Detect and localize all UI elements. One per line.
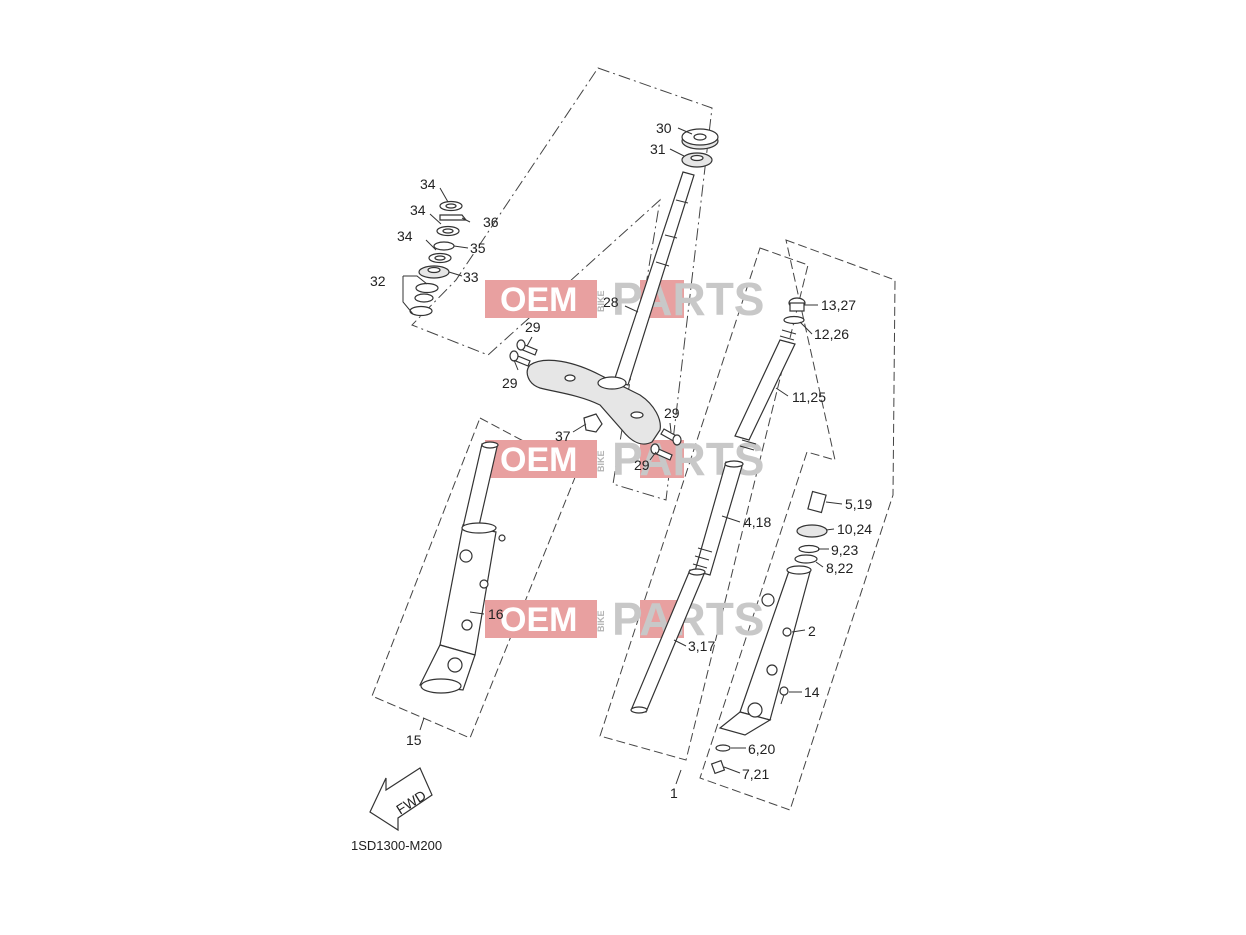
diagram-code: 1SD1300-M200 bbox=[351, 838, 442, 853]
bolt-29-d[interactable] bbox=[650, 443, 673, 461]
right-fork-group-outline bbox=[699, 239, 896, 811]
bearing-cover-33[interactable] bbox=[418, 265, 450, 279]
label-29-c: 29 bbox=[664, 405, 680, 421]
label-29-b: 29 bbox=[502, 375, 518, 391]
label-35: 35 bbox=[470, 240, 486, 256]
label-10-24: 10,24 bbox=[837, 521, 872, 537]
lock-washer-36[interactable] bbox=[439, 214, 468, 221]
bolt-29-a[interactable] bbox=[516, 339, 538, 356]
inner-tube-3[interactable] bbox=[630, 568, 706, 714]
label-11-25: 11,25 bbox=[792, 389, 826, 405]
label-34-b: 34 bbox=[410, 202, 426, 218]
fork-spring-11[interactable] bbox=[734, 329, 797, 451]
bolt-14[interactable] bbox=[779, 686, 789, 705]
svg-text:OEM: OEM bbox=[500, 281, 577, 319]
bearing-32[interactable] bbox=[409, 282, 439, 317]
label-7-21: 7,21 bbox=[742, 766, 769, 782]
svg-text:BIKE: BIKE bbox=[596, 450, 606, 472]
label-33: 33 bbox=[463, 269, 479, 285]
ring-nut-34-a[interactable] bbox=[439, 200, 463, 212]
label-4-18: 4,18 bbox=[744, 514, 771, 530]
label-13-27: 13,27 bbox=[821, 297, 856, 313]
cable-guide-37[interactable] bbox=[583, 413, 603, 433]
label-32: 32 bbox=[370, 273, 386, 289]
label-29-a: 29 bbox=[525, 319, 541, 335]
svg-text:BIKE: BIKE bbox=[596, 290, 606, 312]
bolt-7[interactable] bbox=[710, 759, 726, 775]
label-12-26: 12,26 bbox=[814, 326, 849, 342]
watermark-middle: OEM BIKE PARTS bbox=[485, 433, 765, 485]
label-16: 16 bbox=[488, 606, 504, 622]
label-29-d: 29 bbox=[634, 457, 650, 473]
label-36: 36 bbox=[483, 214, 499, 230]
washer-35[interactable] bbox=[433, 241, 455, 251]
bolt-29-c[interactable] bbox=[660, 428, 682, 446]
bearing-31[interactable] bbox=[681, 152, 713, 168]
label-28: 28 bbox=[603, 294, 619, 310]
under-bracket[interactable] bbox=[526, 359, 661, 445]
label-31: 31 bbox=[650, 141, 666, 157]
svg-text:BIKE: BIKE bbox=[596, 610, 606, 632]
label-2: 2 bbox=[808, 623, 816, 639]
washer-6[interactable] bbox=[715, 744, 731, 752]
label-34-a: 34 bbox=[420, 176, 436, 192]
label-5-19: 5,19 bbox=[845, 496, 872, 512]
watermark-top: OEM BIKE PARTS bbox=[485, 273, 765, 325]
steering-group-outline bbox=[411, 67, 713, 501]
label-6-20: 6,20 bbox=[748, 741, 775, 757]
bolt-29-b[interactable] bbox=[509, 350, 531, 367]
left-fork-16[interactable] bbox=[419, 441, 506, 694]
leader-lines bbox=[402, 127, 843, 785]
o-ring-12[interactable] bbox=[783, 315, 805, 325]
label-30: 30 bbox=[656, 120, 672, 136]
label-9-23: 9,23 bbox=[831, 542, 858, 558]
label-1: 1 bbox=[670, 785, 678, 801]
label-3-17: 3,17 bbox=[688, 638, 715, 654]
svg-text:OEM: OEM bbox=[500, 441, 577, 479]
damper-rod-4[interactable] bbox=[692, 460, 744, 576]
label-15: 15 bbox=[406, 732, 422, 748]
ring-nut-34-c[interactable] bbox=[428, 252, 452, 264]
label-14: 14 bbox=[804, 684, 820, 700]
right-fork-2[interactable] bbox=[718, 490, 828, 736]
watermark-bottom: OEM BIKE PARTS bbox=[485, 593, 765, 645]
label-37: 37 bbox=[555, 428, 571, 444]
fwd-arrow: FWD bbox=[369, 767, 433, 832]
cap-bolt-13[interactable] bbox=[788, 297, 806, 312]
inner-tube-group-outline bbox=[599, 247, 809, 761]
bearing-30[interactable] bbox=[681, 128, 719, 150]
ring-nut-34-b[interactable] bbox=[436, 225, 460, 237]
svg-text:OEM: OEM bbox=[500, 601, 577, 639]
label-34-c: 34 bbox=[397, 228, 413, 244]
label-8-22: 8,22 bbox=[826, 560, 853, 576]
